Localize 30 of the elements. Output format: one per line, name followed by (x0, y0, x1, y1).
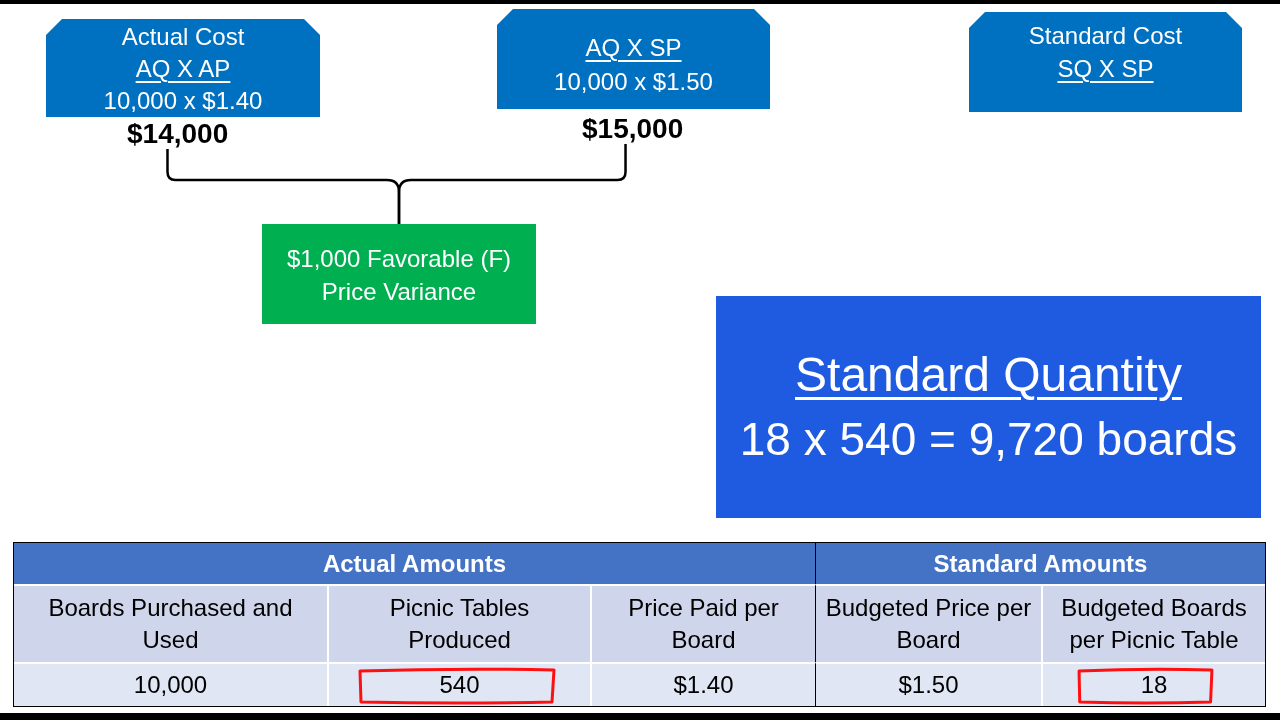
variance-label: Price Variance (321, 277, 477, 307)
cost-total: $14,000 (127, 119, 229, 149)
cost-total: $15,000 (582, 114, 684, 144)
column-header: Boards Purchased and Used (14, 584, 329, 662)
column-header: Picnic Tables Produced (329, 584, 592, 662)
cost-box (497, 9, 770, 109)
table-value: $1.40 (592, 662, 816, 706)
cost-box (969, 12, 1242, 112)
table-value: $1.50 (816, 662, 1043, 706)
calculation-text: 18 x 540 = 9,720 boards (739, 412, 1238, 467)
formula-text: AQ X SP (585, 33, 682, 63)
brace-connector (397, 144, 627, 224)
calculation-text: 10,000 x $1.40 (103, 86, 263, 116)
cost-heading: Standard Cost (1028, 21, 1183, 51)
formula-text: SQ X SP (1057, 54, 1154, 84)
variance-amount: $1,000 Favorable (F) (286, 244, 512, 274)
group-header: Actual Amounts (14, 543, 816, 584)
cost-box (46, 19, 320, 117)
variance-box (262, 224, 536, 324)
cost-heading: Actual Cost (121, 22, 245, 52)
table-value: 10,000 (14, 662, 329, 706)
calculation-text: 10,000 x $1.50 (554, 67, 713, 97)
column-header: Budgeted Price per Board (816, 584, 1043, 662)
quantity-panel (716, 296, 1261, 518)
group-header: Standard Amounts (816, 543, 1265, 584)
column-header: Budgeted Boards per Picnic Table (1043, 584, 1265, 662)
table-value: 18 (1043, 662, 1265, 706)
column-header: Price Paid per Board (592, 584, 816, 662)
panel-heading: Standard Quantity (795, 347, 1182, 403)
formula-text: AQ X AP (135, 54, 231, 84)
